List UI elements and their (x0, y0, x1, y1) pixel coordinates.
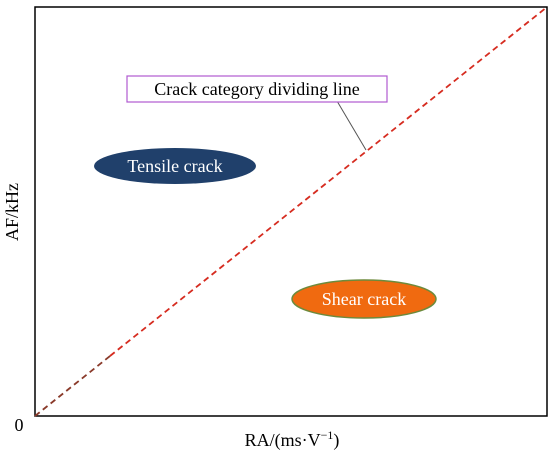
x-axis-label-main: RA/(ms·V (245, 430, 321, 451)
dividing-line-label: Crack category dividing line (154, 79, 359, 99)
callout-leader-line (336, 100, 367, 151)
y-axis-label: AF/kHz (2, 183, 22, 241)
dividing-line (109, 6, 548, 357)
x-axis-label-superscript: −1 (321, 428, 334, 442)
shear-crack-region (291, 279, 437, 319)
dividing-line-label-box (126, 75, 388, 103)
origin-label: 0 (15, 415, 24, 435)
x-axis-label: RA/(ms·V−1) (245, 428, 340, 451)
tensile-crack-label: Tensile crack (127, 156, 222, 176)
x-axis-label-closing: ) (333, 430, 339, 451)
dividing-line-tail (34, 355, 111, 417)
shear-crack-label: Shear crack (322, 289, 406, 309)
tensile-crack-region (94, 148, 256, 184)
